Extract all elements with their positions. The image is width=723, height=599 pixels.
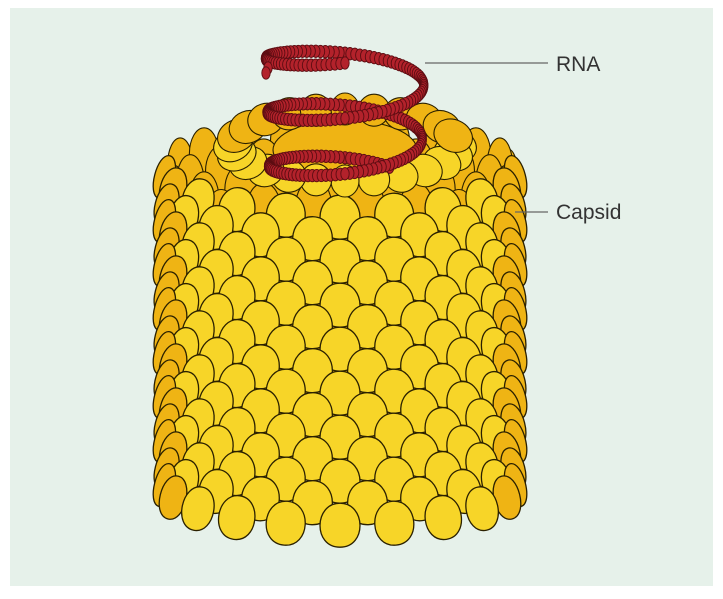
- rna-bead: [341, 57, 349, 69]
- rna-helix: [261, 45, 428, 182]
- rna-bead: [341, 168, 349, 180]
- rna-bead: [262, 67, 270, 79]
- rna-bead: [341, 112, 349, 124]
- capsomer: [320, 503, 360, 547]
- capsid-label: Capsid: [556, 201, 621, 224]
- rna-label: RNA: [556, 53, 600, 76]
